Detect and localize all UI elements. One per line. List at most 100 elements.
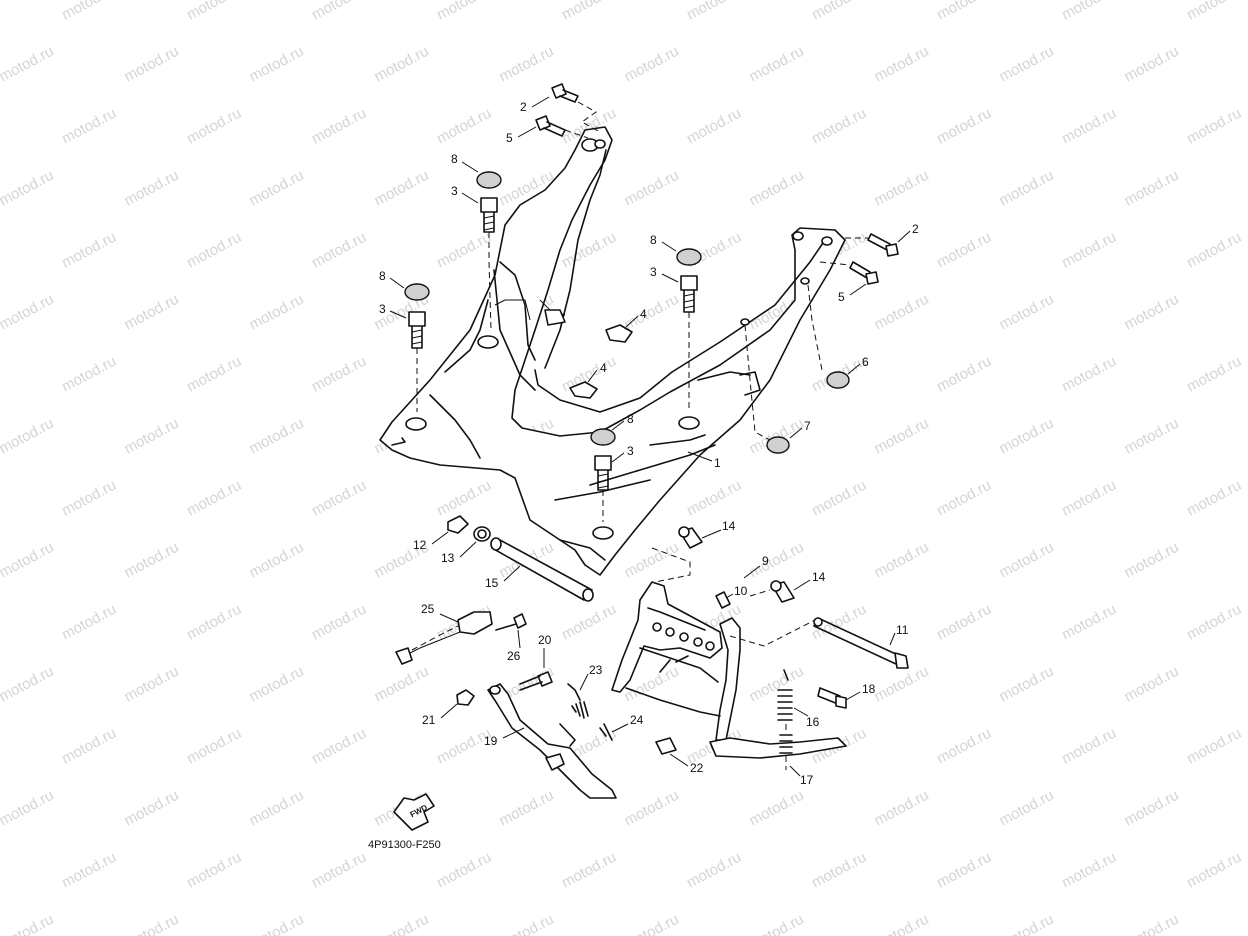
watermark-text: motod.ru — [246, 787, 306, 830]
watermark-text: motod.ru — [121, 911, 181, 936]
watermark-text: motod.ru — [59, 0, 119, 24]
cap-6 — [826, 371, 850, 389]
watermark-text: motod.ru — [746, 539, 806, 582]
pivot-parts — [447, 515, 594, 602]
watermark-text: motod.ru — [121, 167, 181, 210]
callout-9: 9 — [762, 554, 769, 568]
watermark-text: motod.ru — [621, 787, 681, 830]
bolts-right — [849, 233, 899, 285]
sidestand-switch — [395, 611, 527, 665]
watermark-text: motod.ru — [121, 291, 181, 334]
watermark-text: motod.ru — [121, 43, 181, 86]
callout-8: 8 — [650, 233, 657, 247]
callout-25: 25 — [421, 602, 435, 616]
callout-7: 7 — [804, 419, 811, 433]
callout-21: 21 — [422, 713, 436, 727]
watermark-text: motod.ru — [1121, 291, 1181, 334]
watermark-text: motod.ru — [871, 43, 931, 86]
watermark-text: motod.ru — [746, 787, 806, 830]
watermark-text: motod.ru — [996, 167, 1056, 210]
assembly-line — [651, 547, 691, 583]
assembly-line — [807, 284, 823, 371]
watermark-text: motod.ru — [871, 167, 931, 210]
watermark-text: motod.ru — [371, 43, 431, 86]
watermark-text: motod.ru — [59, 725, 119, 768]
watermark-text: motod.ru — [1184, 229, 1244, 272]
watermark-text: motod.ru — [0, 663, 57, 706]
callout-22: 22 — [690, 761, 704, 775]
callout-4: 4 — [640, 307, 647, 321]
watermark-text: motod.ru — [684, 0, 744, 24]
callout-4: 4 — [600, 361, 607, 375]
watermark-text: motod.ru — [559, 849, 619, 892]
watermark-text: motod.ru — [1121, 43, 1181, 86]
watermark-text: motod.ru — [1121, 539, 1181, 582]
watermark-text: motod.ru — [1059, 477, 1119, 520]
watermark-text: motod.ru — [746, 911, 806, 936]
watermark-text: motod.ru — [934, 849, 994, 892]
watermark-text: motod.ru — [309, 0, 369, 24]
watermark-text: motod.ru — [1059, 725, 1119, 768]
watermark-text: motod.ru — [621, 291, 681, 334]
watermark-text: motod.ru — [371, 167, 431, 210]
callout-20: 20 — [538, 633, 552, 647]
main-stand — [611, 581, 847, 759]
watermark-text: motod.ru — [934, 229, 994, 272]
watermark-text: motod.ru — [996, 291, 1056, 334]
watermark-text: motod.ru — [934, 353, 994, 396]
watermark-text: motod.ru — [309, 849, 369, 892]
watermark-text: motod.ru — [309, 229, 369, 272]
watermark-text: motod.ru — [934, 0, 994, 24]
watermark-text: motod.ru — [996, 911, 1056, 936]
watermark-text: motod.ru — [1184, 477, 1244, 520]
watermark-text: motod.ru — [1059, 0, 1119, 24]
callout-3: 3 — [627, 444, 634, 458]
watermark-text: motod.ru — [1059, 601, 1119, 644]
callout-11: 11 — [896, 623, 909, 637]
watermark-text: motod.ru — [309, 601, 369, 644]
long-bolt — [813, 617, 909, 669]
assembly-line — [729, 619, 816, 647]
watermark-text: motod.ru — [746, 167, 806, 210]
screw-and-cap-group — [404, 171, 702, 491]
watermark-text: motod.ru — [809, 849, 869, 892]
assembly-line — [564, 129, 589, 139]
callout-3: 3 — [650, 265, 657, 279]
watermark-text: motod.ru — [1059, 229, 1119, 272]
watermark-text: motod.ru — [309, 353, 369, 396]
watermark-text: motod.ru — [871, 787, 931, 830]
watermark-text: motod.ru — [1184, 353, 1244, 396]
watermark-text: motod.ru — [434, 105, 494, 148]
watermark-text: motod.ru — [246, 663, 306, 706]
watermark-text: motod.ru — [309, 725, 369, 768]
watermark-text: motod.ru — [871, 415, 931, 458]
watermark-text: motod.ru — [1121, 911, 1181, 936]
watermark-text: motod.ru — [996, 787, 1056, 830]
watermark-text: motod.ru — [934, 601, 994, 644]
watermark-text: motod.ru — [684, 477, 744, 520]
callout-18: 18 — [862, 682, 876, 696]
watermark-text: motod.ru — [0, 539, 57, 582]
callout-16: 16 — [806, 715, 820, 729]
callout-5: 5 — [838, 290, 845, 304]
callout-14: 14 — [812, 570, 826, 584]
watermark-text: motod.ru — [59, 477, 119, 520]
footboard-cover — [379, 126, 846, 576]
watermark-text: motod.ru — [1121, 663, 1181, 706]
watermark-text: motod.ru — [1184, 849, 1244, 892]
watermark-text: motod.ru — [496, 787, 556, 830]
watermark-text: motod.ru — [621, 43, 681, 86]
watermark-text: motod.ru — [996, 43, 1056, 86]
callout-8: 8 — [627, 412, 634, 426]
assembly-line — [411, 625, 459, 651]
callout-3: 3 — [379, 302, 386, 316]
watermark-text: motod.ru — [184, 353, 244, 396]
watermark-text: motod.ru — [871, 663, 931, 706]
watermark-text: motod.ru — [621, 539, 681, 582]
diagram-code: 4P91300-F250 — [368, 839, 441, 851]
watermark-text: motod.ru — [184, 0, 244, 24]
assembly-line — [819, 261, 851, 266]
watermark-text: motod.ru — [121, 787, 181, 830]
watermark-text: motod.ru — [871, 291, 931, 334]
callout-14: 14 — [722, 519, 736, 533]
